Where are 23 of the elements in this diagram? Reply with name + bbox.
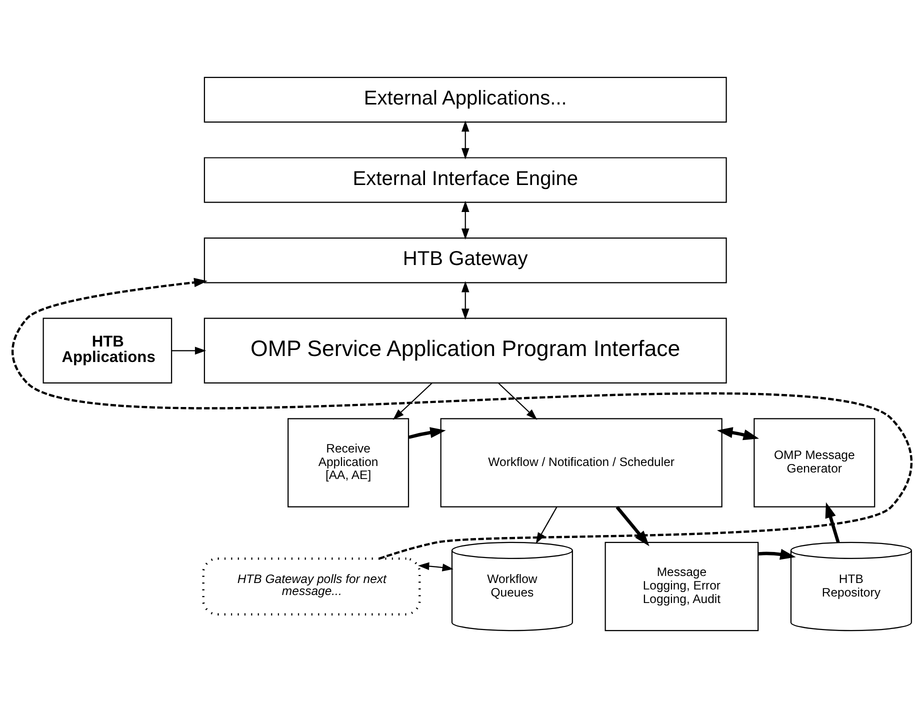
arrow [392, 382, 432, 420]
arrow [418, 562, 454, 571]
arrow [12, 277, 912, 560]
arrow [616, 505, 650, 546]
node-box: HTB Gateway polls for next message... [202, 557, 421, 615]
arrow [498, 382, 538, 420]
arrow [461, 280, 470, 320]
arrow [758, 548, 796, 560]
arrow [172, 346, 206, 354]
node-box: OMP Message Generator [754, 418, 876, 507]
arrow [461, 120, 470, 159]
node-box: HTB Applications [42, 317, 172, 384]
node-box: HTB Gateway [204, 236, 727, 283]
node-box: Message Logging, Error Logging, Audit [604, 541, 759, 631]
node-box: External Interface Engine [204, 156, 727, 202]
arrow [408, 426, 446, 438]
arrow [461, 200, 470, 240]
node-box: External Applications... [204, 76, 727, 122]
arrow [825, 502, 840, 542]
node-box: Workflow / Notification / Scheduler [440, 418, 722, 507]
arrow [716, 426, 760, 440]
node-box: OMP Service Application Program Interface [204, 317, 727, 384]
node-box: Receive Application [AA, AE] [288, 418, 410, 507]
